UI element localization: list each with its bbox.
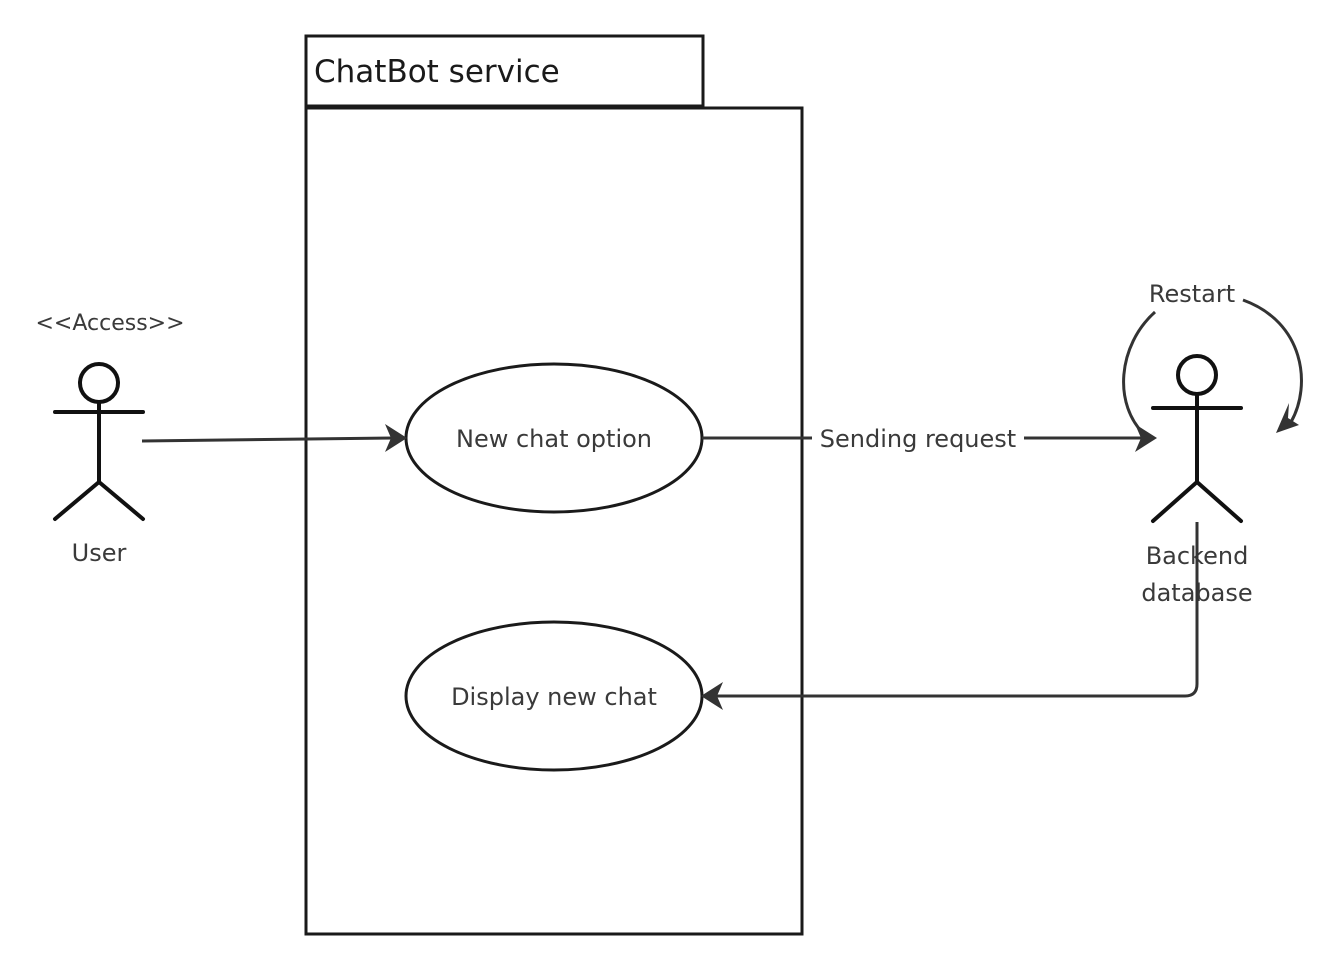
user-stereotype: <<Access>> — [35, 311, 184, 336]
restart-label: Restart — [1149, 280, 1235, 308]
use-case-display-chat-label: Display new chat — [451, 683, 657, 711]
use-case-display-chat: Display new chat — [404, 620, 704, 772]
backend-to-display-connector — [701, 522, 1199, 710]
arrowhead-icon — [385, 424, 407, 452]
user-stick-figure — [53, 362, 145, 521]
arrowhead-icon — [701, 682, 723, 710]
user-to-new-chat-connector — [141, 424, 407, 452]
use-case-new-chat-label: New chat option — [456, 425, 652, 453]
backend-stick-figure — [1151, 354, 1243, 523]
arrowhead-icon — [1276, 403, 1299, 433]
system-title: ChatBot service — [314, 54, 560, 90]
sending-request-label: Sending request — [820, 425, 1016, 453]
restart-loop: Restart — [1122, 280, 1303, 438]
user-actor: <<Access>> User — [35, 311, 184, 567]
sending-request-connector: Sending request — [702, 424, 1157, 453]
user-label: User — [72, 539, 127, 567]
system-boundary: ChatBot service — [304, 34, 804, 936]
system-title-tab — [304, 34, 705, 108]
system-boundary-box — [304, 106, 804, 936]
use-case-new-chat: New chat option — [404, 362, 704, 514]
